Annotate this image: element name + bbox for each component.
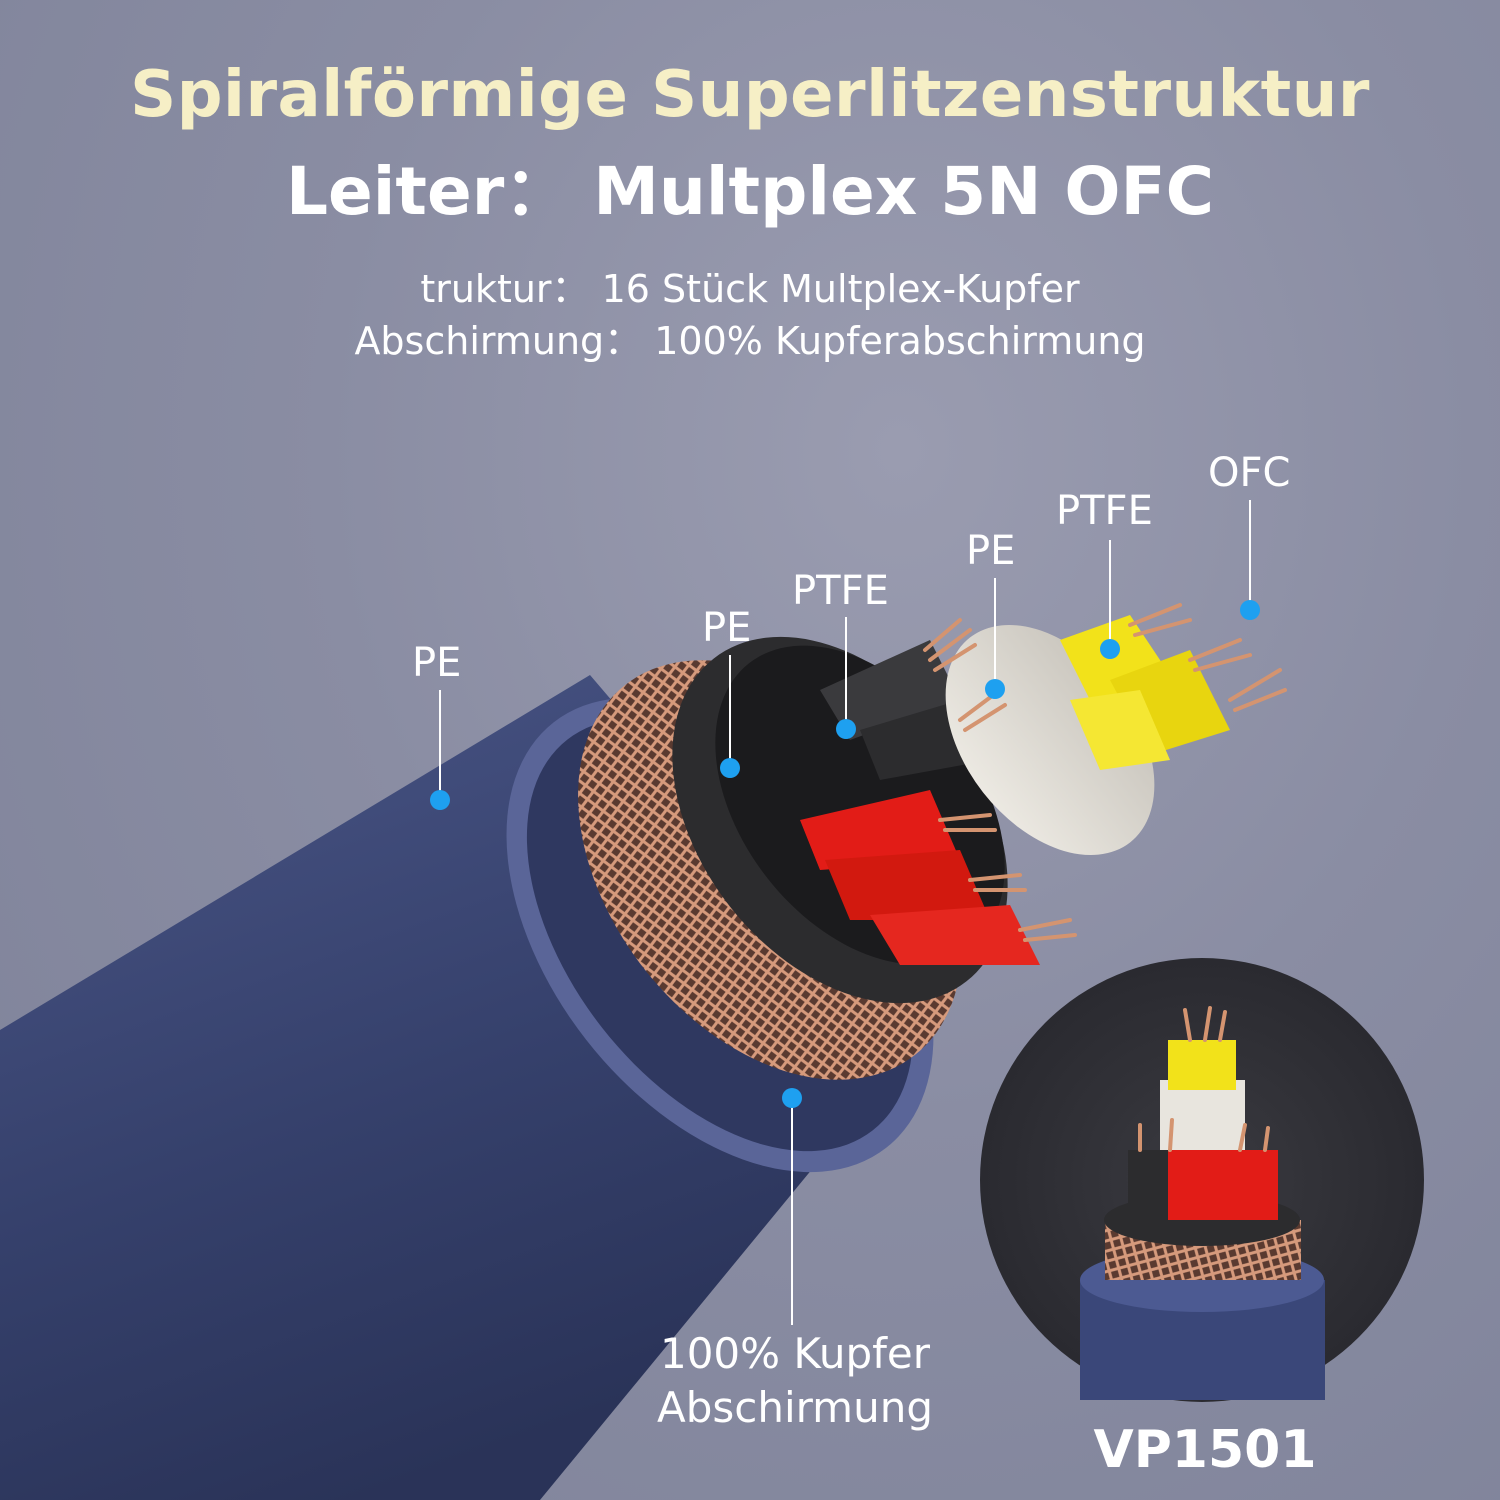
label-filler: PE: [966, 528, 1016, 574]
main-title: Spiralförmige Superlitzenstruktur: [130, 58, 1370, 132]
shielding-spec: Abschirmung： 100% Kupferabschirmung: [354, 319, 1146, 363]
label-insulation: PTFE: [1056, 488, 1153, 534]
marker-dot-core-sleeve: [836, 719, 856, 739]
yellow-cores: [1060, 615, 1230, 770]
red-cores: [800, 790, 1040, 965]
marker-dot-outer-jacket: [430, 790, 450, 810]
model-number: VP1501: [1093, 1420, 1317, 1480]
structure-spec: truktur： 16 Stück Multplex-Kupfer: [420, 267, 1080, 311]
inset-cable-view: [980, 958, 1424, 1402]
marker-dot-shield: [782, 1088, 802, 1108]
label-inner-jacket: PE: [702, 605, 752, 651]
label-shield-line2: Abschirmung: [657, 1383, 933, 1432]
label-core-sleeve: PTFE: [792, 568, 889, 614]
marker-dot-filler: [985, 679, 1005, 699]
conductor-title: Leiter： Multplex 5N OFC: [285, 153, 1215, 230]
leader-lines: [439, 500, 1251, 1325]
marker-dot-inner-jacket: [720, 758, 740, 778]
marker-dots: [430, 600, 1260, 1108]
label-outer-jacket: PE: [412, 640, 462, 686]
label-shield-line1: 100% Kupfer: [659, 1329, 931, 1378]
label-conductor: OFC: [1208, 450, 1291, 496]
marker-dot-conductor: [1240, 600, 1260, 620]
marker-dot-insulation: [1100, 639, 1120, 659]
